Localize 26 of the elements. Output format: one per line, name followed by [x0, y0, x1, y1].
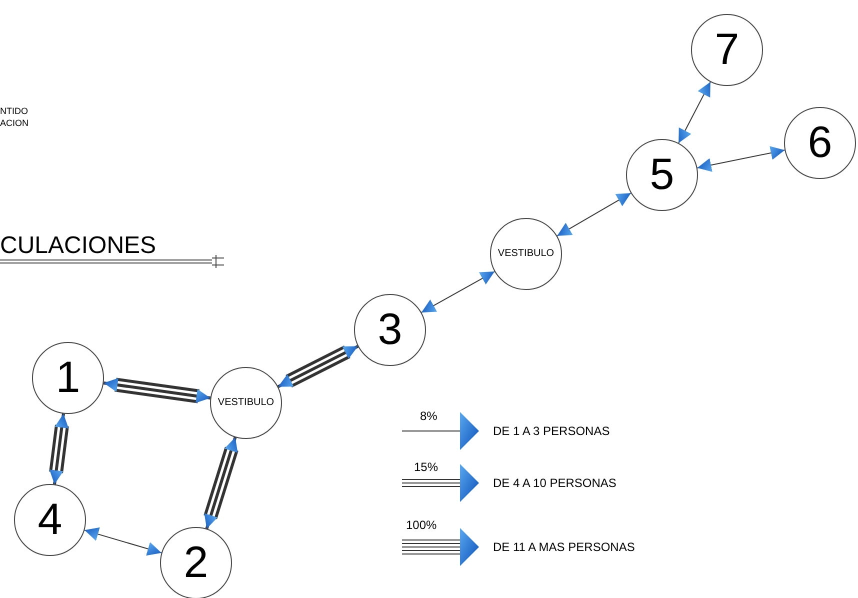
- space-label: 7: [714, 28, 740, 72]
- space-label: 2: [184, 541, 208, 585]
- double-arrow: [276, 344, 360, 388]
- double-arrow: [420, 271, 496, 313]
- double-arrow: [678, 81, 711, 144]
- legend-text: DE 4 A 10 PERSONAS: [493, 477, 616, 489]
- space-label: 3: [378, 308, 402, 352]
- space-label: 6: [808, 121, 832, 165]
- space-label: 4: [38, 498, 62, 542]
- legend-text: DE 11 A MAS PERSONAS: [493, 541, 635, 553]
- space-label: VESTIBULO: [498, 249, 554, 259]
- double-arrow: [696, 146, 786, 172]
- title-text: CULACIONES: [0, 234, 156, 258]
- note-text: ACION: [0, 119, 29, 128]
- space-label: 5: [650, 153, 674, 197]
- space-label: VESTIBULO: [218, 398, 274, 408]
- double-arrow: [556, 192, 632, 236]
- space-label: 1: [56, 356, 80, 400]
- note-text: NTIDO: [0, 107, 28, 116]
- legend-text: DE 1 A 3 PERSONAS: [493, 425, 610, 437]
- percent-label: 15%: [414, 461, 438, 473]
- double-arrow: [84, 527, 162, 556]
- percent-label: 100%: [406, 519, 437, 531]
- double-arrow: [49, 412, 69, 486]
- double-arrow: [102, 378, 212, 404]
- percent-label: 8%: [420, 410, 438, 422]
